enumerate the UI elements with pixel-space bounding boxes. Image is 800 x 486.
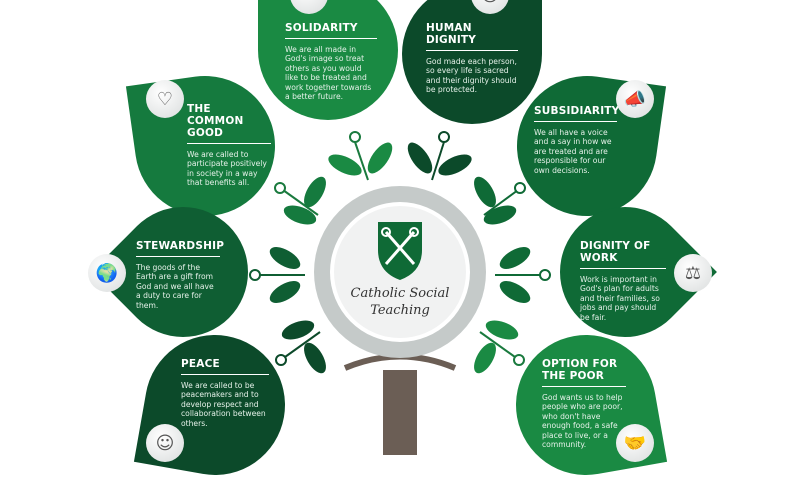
tree-illustration: [249, 131, 551, 455]
human-dignity-drop: [402, 0, 542, 124]
principle-text: We are called to be peacemakers and to d…: [181, 381, 266, 428]
principle-title: HUMAN DIGNITY: [426, 22, 518, 51]
principle-text: We are all made in God's image so treat …: [285, 45, 372, 102]
hands-icon: ▭: [290, 0, 328, 14]
principle-title: SUBSIDIARITY: [534, 105, 619, 122]
principle-title: SOLIDARITY: [285, 22, 377, 39]
megaphone-icon: 📣: [616, 80, 654, 118]
center-title: Catholic Social Teaching: [350, 286, 450, 318]
principle-stewardship: STEWARDSHIP The goods of the Earth are a…: [136, 240, 224, 310]
solidarity-drop: [258, 0, 398, 120]
leaves: [269, 142, 531, 374]
crossed-keys-shield-icon: [378, 222, 422, 280]
principle-option-for-the-poor: OPTION FOR THE POOR God wants us to help…: [542, 358, 626, 449]
principle-title: STEWARDSHIP: [136, 240, 224, 257]
person-icon: ☺: [471, 0, 509, 14]
principle-text: Work is important in God's plan for adul…: [580, 275, 660, 322]
principle-title: DIGNITY OF WORK: [580, 240, 666, 269]
principle-text: God made each person, so every life is s…: [426, 57, 517, 95]
people-icon: ☺: [146, 424, 184, 462]
heart-icon: ♡: [146, 80, 184, 118]
principle-title: OPTION FOR THE POOR: [542, 358, 626, 387]
principle-title: PEACE: [181, 358, 269, 375]
globe-in-hand-icon: 🌍: [88, 254, 126, 292]
principle-text: The goods of the Earth are a gift from G…: [136, 263, 214, 310]
principle-text: We are called to participate positively …: [187, 150, 267, 188]
principle-text: God wants us to help people who are poor…: [542, 393, 623, 450]
principle-human-dignity: HUMAN DIGNITY God made each person, so e…: [426, 22, 518, 95]
principle-dignity-of-work: DIGNITY OF WORK Work is important in God…: [580, 240, 666, 322]
scales-icon: ⚖: [674, 254, 712, 292]
principle-text: We all have a voice and a say in how we …: [534, 128, 612, 175]
principle-title: THE COMMON GOOD: [187, 103, 271, 144]
principle-peace: PEACE We are called to be peacemakers an…: [181, 358, 269, 428]
principle-common-good: THE COMMON GOOD We are called to partici…: [187, 103, 271, 188]
principle-subsidiarity: SUBSIDIARITY We all have a voice and a s…: [534, 105, 619, 175]
principle-solidarity: SOLIDARITY We are all made in God's imag…: [285, 22, 377, 101]
handshake-icon: 🤝: [616, 424, 654, 462]
